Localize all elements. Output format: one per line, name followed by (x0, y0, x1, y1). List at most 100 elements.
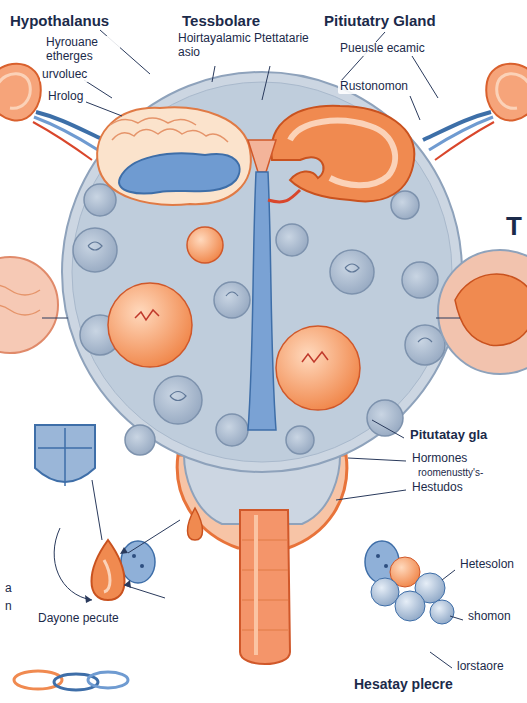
hormone-sphere (302, 352, 328, 362)
leader-line (42, 30, 463, 668)
part-label: T (504, 212, 524, 242)
right-brain (290, 121, 395, 186)
pituitary-stalk (248, 140, 276, 172)
cell (418, 338, 432, 342)
left-gland (0, 64, 104, 160)
left-brain (97, 107, 251, 204)
part-label: Hoirtayalamic Ptettatarie asio (176, 32, 320, 60)
part-label: lorstaore (455, 660, 506, 674)
left-brain (110, 118, 196, 125)
right-gland (497, 74, 527, 109)
left-gland (33, 122, 92, 160)
cell (154, 376, 202, 424)
left-gland (36, 112, 104, 140)
left-tissue-circle (0, 257, 58, 353)
left-tissue-circle (0, 257, 58, 353)
leader-line (450, 616, 463, 620)
cell (286, 426, 314, 454)
part-label: Hyrouane etherges (44, 36, 120, 64)
tube (254, 515, 258, 655)
leader-line (436, 318, 460, 319)
right-tissue-circle (438, 250, 527, 374)
blue-body (140, 564, 144, 568)
leader-line (84, 80, 112, 98)
arrow-head (120, 547, 128, 554)
part-label: Hormones (410, 452, 469, 466)
right-brain (271, 106, 414, 202)
rings (88, 672, 128, 688)
leader-line (340, 32, 385, 82)
pituitary-stalk (248, 172, 276, 430)
part-label: Hestudos (410, 481, 465, 495)
right-tissue-circle (455, 274, 527, 346)
hormone-sphere (135, 310, 159, 320)
cell (276, 224, 308, 256)
organ-outline (72, 82, 452, 462)
leader-line (262, 66, 270, 100)
arrow-head (85, 595, 92, 603)
blue-body (121, 541, 399, 583)
leader-line (336, 490, 406, 500)
rings (14, 671, 128, 690)
left-brain (112, 129, 228, 142)
part-label: Hesatay plecre (352, 676, 455, 692)
hormone-sphere (187, 227, 223, 263)
part-label: Pueusle ecamic (338, 42, 427, 56)
blue-body (121, 541, 155, 583)
part-label: roomenustty's- (416, 467, 485, 479)
cell (367, 400, 403, 436)
leader-line (42, 318, 68, 319)
right-gland (429, 117, 493, 150)
right-gland (486, 64, 527, 121)
leader-line (212, 66, 215, 82)
leader-line (86, 102, 122, 116)
right-tissue-circle (438, 250, 527, 374)
part-label: Dayone pecute (36, 612, 121, 626)
cell (84, 184, 116, 216)
tube (240, 510, 290, 664)
part-label: Pitiutatry Gland (322, 12, 438, 29)
part-label: shomon (466, 610, 513, 624)
droplet (92, 540, 125, 600)
part-label: n (3, 600, 14, 614)
cell (170, 392, 186, 401)
organ-outline (62, 72, 462, 472)
leader-line (412, 56, 438, 98)
cell (214, 282, 250, 318)
arrow-head (124, 580, 131, 588)
right-gland (435, 122, 494, 160)
blue-body (384, 564, 388, 568)
cell (405, 325, 445, 365)
cell (391, 191, 419, 219)
leader-line (372, 420, 404, 438)
part-label: a (3, 582, 14, 596)
molecule-cluster (395, 591, 425, 621)
part-label: Hypothalanus (8, 12, 111, 29)
leader-line (92, 480, 102, 540)
part-label: urvoluec (40, 68, 89, 82)
tube (242, 540, 288, 630)
hormone-sphere (108, 227, 360, 410)
cell (73, 228, 117, 272)
part-label: Tessbolare (180, 12, 262, 29)
part-label: Hrolog (46, 90, 85, 104)
droplet (188, 508, 203, 540)
cell (345, 264, 359, 272)
hormone-sphere (108, 283, 192, 367)
leader-line (430, 652, 452, 668)
cell (226, 292, 238, 296)
shield-shape (38, 428, 92, 486)
right-gland (423, 112, 491, 140)
right-brain (271, 106, 414, 202)
molecule-cluster (371, 578, 399, 606)
part-label: Rustonomon (338, 80, 410, 94)
molecule-cluster (430, 600, 454, 624)
left-tissue-circle (0, 285, 40, 315)
leader-line (442, 570, 455, 580)
leader-line (410, 96, 420, 120)
cell (125, 425, 155, 455)
left-brain (97, 107, 251, 204)
cell (216, 414, 248, 446)
